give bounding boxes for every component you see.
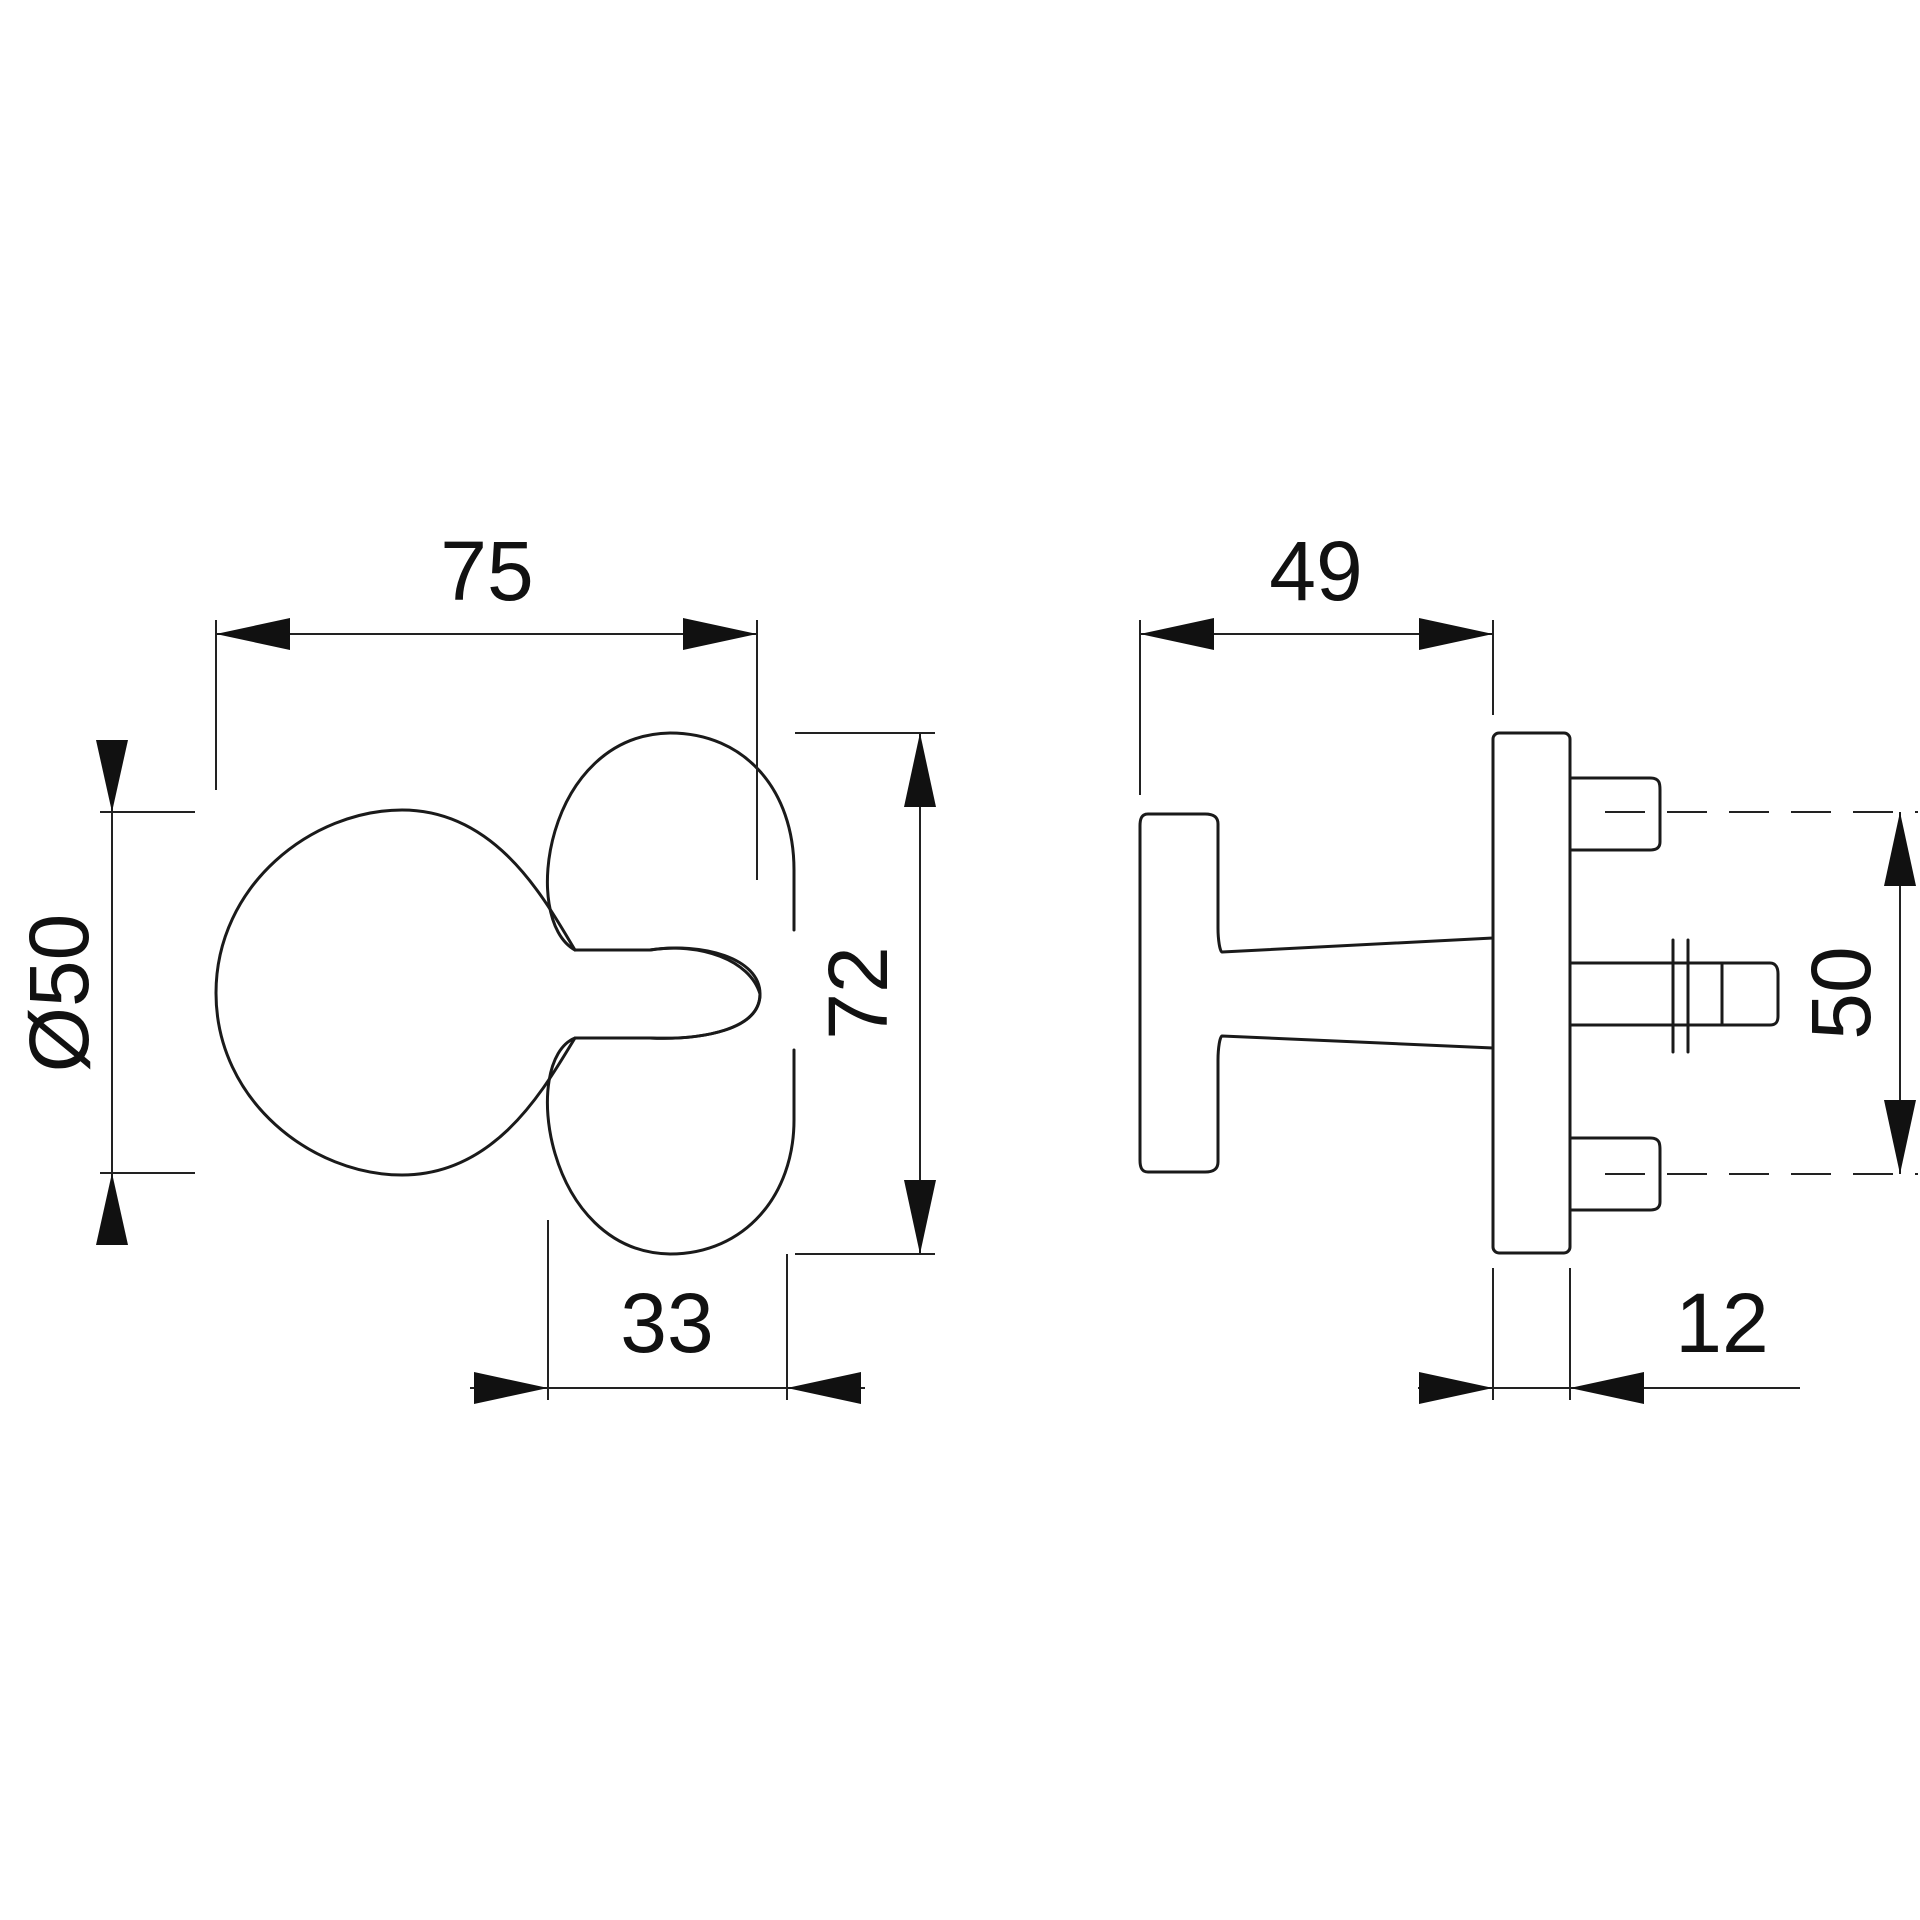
dimension-overall-width: 75 [215, 524, 758, 880]
dimension-label-75: 75 [440, 524, 533, 618]
dimension-label-50: 50 [1794, 946, 1888, 1039]
center-spindle [1568, 961, 1690, 1027]
dimension-projection: 49 [1139, 524, 1494, 795]
rosette-inner-ring [648, 946, 762, 1040]
dimension-label-72: 72 [811, 946, 905, 1039]
spindle-tip [1686, 961, 1780, 1027]
dimension-label-49: 49 [1269, 524, 1362, 618]
dimension-rosette-thickness: 12 [1418, 1268, 1800, 1404]
front-view [214, 731, 796, 1256]
dimension-rosette-width: 33 [470, 1220, 865, 1404]
rosette-side-plate [1491, 731, 1572, 1255]
dimension-fixing-spacing: 50 [1605, 811, 1918, 1175]
lower-fixing-post [1568, 1136, 1662, 1212]
rosette-lower-lobe [546, 1036, 796, 1256]
dimension-rosette-height: 72 [795, 732, 936, 1255]
knob-side-profile [1138, 812, 1495, 1174]
rosette-upper-lobe [546, 731, 796, 952]
dimension-label-12: 12 [1675, 1276, 1768, 1370]
dimension-label-diameter-50: Ø50 [12, 914, 106, 1073]
dimension-knob-diameter: Ø50 [12, 740, 195, 1245]
upper-fixing-post [1568, 776, 1662, 852]
dimension-label-33: 33 [620, 1276, 713, 1370]
knob-outline [214, 808, 762, 1177]
side-view [1138, 731, 1780, 1255]
